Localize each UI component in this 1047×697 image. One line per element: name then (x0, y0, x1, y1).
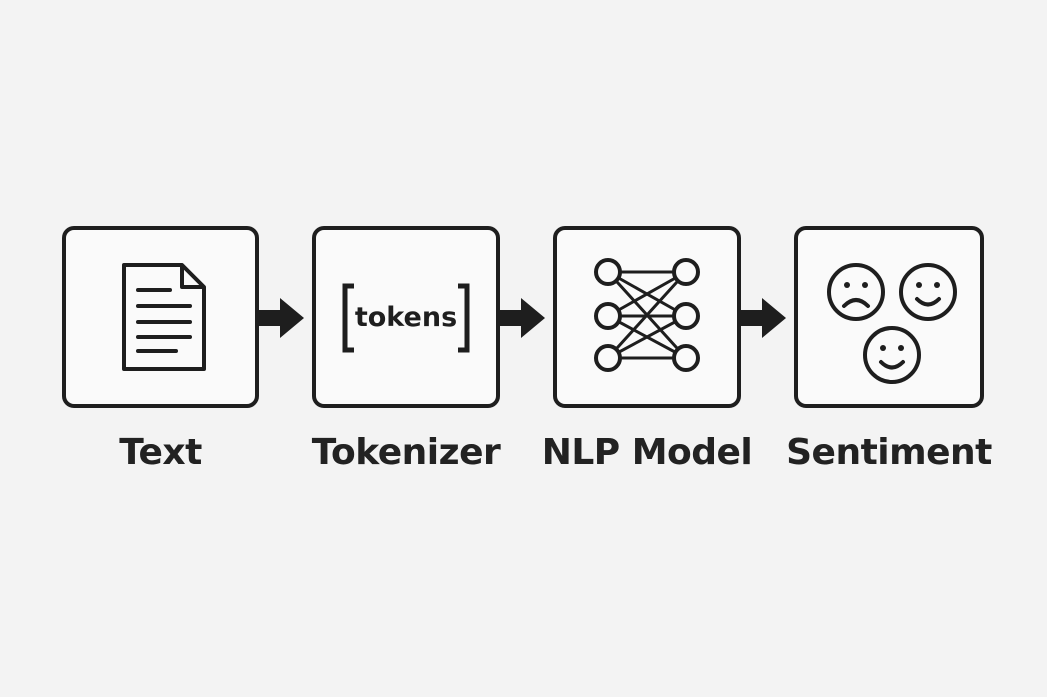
happy-face-icon (863, 326, 921, 384)
faces-icon (827, 263, 957, 384)
arrow-right-icon (499, 298, 545, 338)
stage-box-sentiment (794, 226, 984, 408)
neural-network-icon (594, 258, 700, 372)
tokens-bracket-icon: tokens (342, 283, 470, 353)
stage-box-text (62, 226, 259, 408)
stage-label-sentiment: Sentiment (786, 432, 992, 473)
stage-label-nlp-model: NLP Model (541, 432, 753, 473)
document-icon (122, 263, 206, 371)
stage-label-text: Text (119, 432, 202, 473)
stage-box-tokenizer: tokens (312, 226, 500, 408)
happy-face-icon (899, 263, 957, 321)
stage-label-tokenizer: Tokenizer (311, 432, 501, 473)
arrow-right-icon (258, 298, 304, 338)
arrow-right-icon (740, 298, 786, 338)
stage-box-nlp-model (553, 226, 741, 408)
tokens-text: tokens (355, 302, 457, 333)
sad-face-icon (827, 263, 885, 321)
